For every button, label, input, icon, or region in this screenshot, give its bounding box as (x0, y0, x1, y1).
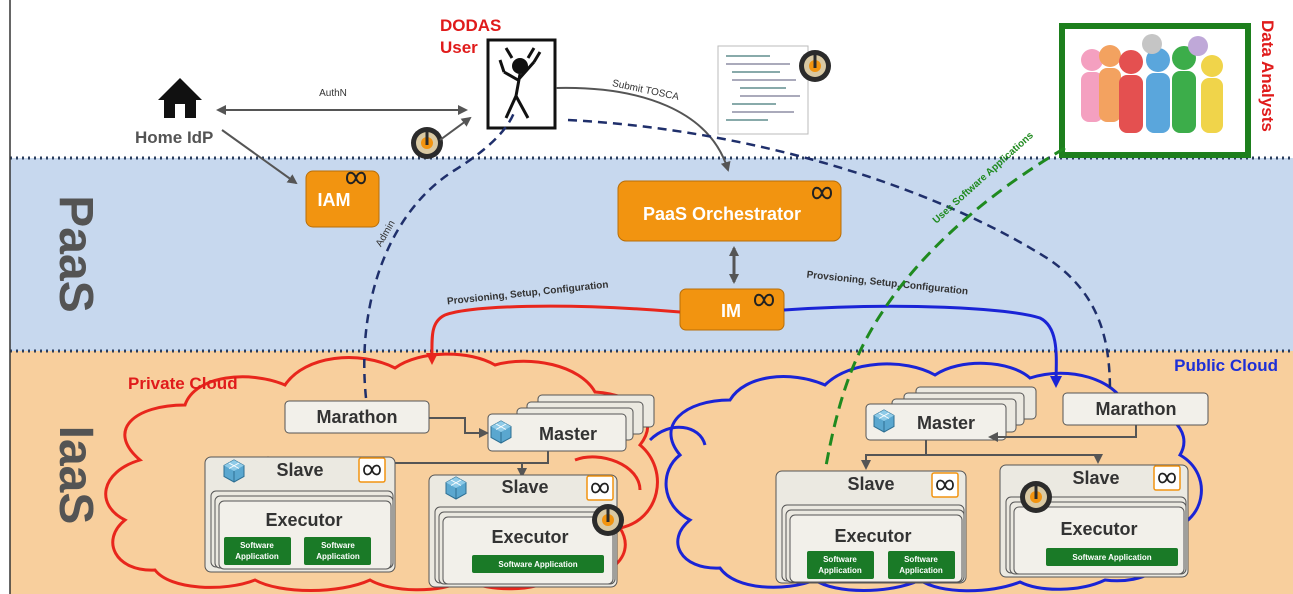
right-slave-b-label: Slave (1072, 468, 1119, 488)
right-executor-b-label: Executor (1060, 519, 1137, 539)
im-label: IM (721, 301, 741, 321)
left-slave-b-label: Slave (501, 477, 548, 497)
left-marathon-label: Marathon (317, 407, 398, 427)
data-analysts-label: Data Analysts (1258, 20, 1277, 132)
right-executor-a-label: Executor (834, 526, 911, 546)
right-master-slave-b-arrow (925, 440, 1103, 464)
left-marathon-master-arrow (429, 417, 489, 438)
left-master-label: Master (539, 424, 597, 444)
submit-tosca-arrow (555, 86, 731, 172)
left-app-a2 (304, 537, 371, 565)
dodas-logo-icon (411, 127, 443, 159)
right-slave-a-label: Slave (847, 474, 894, 494)
left-cluster: Master Marathon Slave Executor Software … (204, 394, 655, 588)
admin-dashed-right (567, 118, 1112, 393)
left-executor-a-label: Executor (265, 510, 342, 530)
left-slave-a-node: Slave Executor Software Application Soft… (204, 456, 396, 573)
left-executor-b-label: Executor (491, 527, 568, 547)
left-slave-b-mesos-icon (445, 476, 467, 500)
authn-label: AuthN (319, 88, 347, 99)
left-app-a1-line1: Software (240, 541, 274, 550)
dodas-user-line2: User (440, 38, 478, 57)
iaas-layer-label: IaaS (49, 426, 102, 525)
right-marathon-box: Marathon (1062, 392, 1209, 426)
left-slave-a-indigo-icon (358, 457, 386, 483)
right-master-mesos-icon (873, 409, 895, 433)
home-idp-label: Home IdP (135, 128, 213, 147)
dodas-user-line1: DODAS (440, 16, 501, 35)
admin-dashed-left (363, 109, 517, 399)
left-marathon-box: Marathon (284, 400, 430, 434)
left-master-slave-b-arrow (517, 451, 549, 478)
iam-label: IAM (318, 190, 351, 210)
user-to-logo-arrow (439, 116, 472, 141)
left-slave-b-indigo-icon (586, 475, 614, 501)
right-marathon-label: Marathon (1096, 399, 1177, 419)
private-cloud (104, 352, 659, 592)
left-slave-b-node: Slave Executor Software Application (428, 474, 624, 588)
right-cluster: Master Marathon Slave Executor Software … (775, 386, 1209, 584)
iam-box: IAM (305, 170, 380, 228)
tosca-dodas-logo-icon (799, 50, 831, 82)
right-app-a2 (888, 551, 955, 579)
left-slave-a-mesos-icon (223, 459, 245, 483)
right-slave-b-indigo-icon (1153, 465, 1181, 491)
right-app-a2-line2: Application (899, 566, 943, 575)
right-master-box: Master (865, 403, 1007, 441)
orchestrator-box: PaaS Orchestrator (617, 180, 842, 242)
left-app-a1 (224, 537, 291, 565)
left-master-mesos-icon (490, 420, 512, 444)
right-app-a1 (807, 551, 874, 579)
right-master-label: Master (917, 413, 975, 433)
left-master-box: Master (487, 413, 627, 452)
right-app-b-label: Software Application (1072, 553, 1151, 562)
left-app-a2-line1: Software (321, 541, 355, 550)
left-app-b (472, 555, 604, 573)
right-slave-a-indigo-icon (931, 472, 959, 498)
private-cloud-label: Private Cloud (128, 374, 238, 393)
paas-layer-label: PaaS (49, 195, 102, 312)
right-slave-b-node: Slave Executor Software Application (999, 464, 1189, 578)
left-app-b-label: Software Application (498, 560, 577, 569)
right-app-a2-line1: Software (904, 555, 938, 564)
left-slave-a-label: Slave (276, 460, 323, 480)
right-slave-a-node: Slave Executor Software Application Soft… (775, 470, 967, 584)
right-executor-b-dodas-icon (1020, 481, 1052, 513)
orchestrator-label: PaaS Orchestrator (643, 204, 801, 224)
tosca-document-icon (717, 45, 809, 135)
left-app-a2-line2: Application (316, 552, 360, 561)
idp-to-iam-arrow (221, 129, 298, 185)
left-app-a1-line2: Application (235, 552, 279, 561)
right-marathon-master-arrow (988, 425, 1137, 442)
data-analysts-group (1059, 23, 1251, 158)
public-cloud-label: Public Cloud (1174, 356, 1278, 375)
right-app-a1-line1: Software (823, 555, 857, 564)
right-app-b (1046, 548, 1178, 566)
left-executor-b-dodas-icon (592, 504, 624, 536)
provisioning-public-arrow (783, 304, 1063, 388)
im-box: IM (679, 288, 785, 331)
provisioning-private-arrow (425, 304, 681, 365)
right-app-a1-line2: Application (818, 566, 862, 575)
home-icon (158, 78, 202, 118)
dodas-user-figure (486, 38, 557, 130)
